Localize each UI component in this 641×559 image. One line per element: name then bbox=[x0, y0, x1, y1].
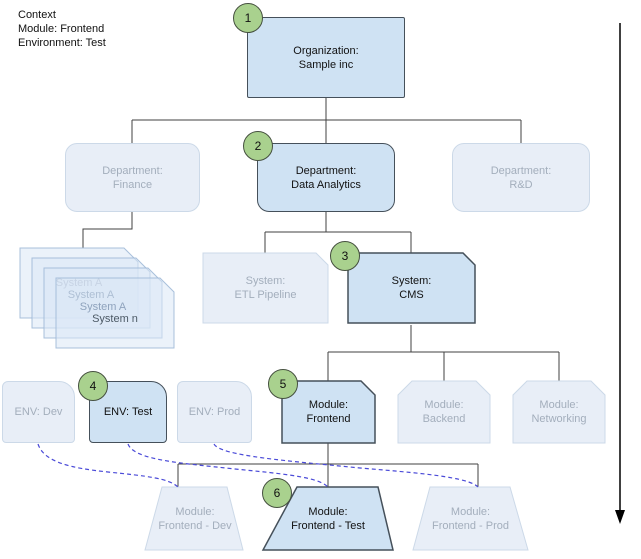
node-deploy-frontend-dev[interactable] bbox=[144, 486, 244, 551]
node-env-test[interactable]: ENV: Test bbox=[89, 381, 167, 443]
step-badge-4[interactable]: 4 bbox=[78, 371, 108, 401]
node-module-backend[interactable] bbox=[397, 380, 491, 444]
deploy-frontend-prod-label: Module: Frontend - Prod bbox=[431, 505, 510, 532]
link-env-dev-to-frontend-dev bbox=[37, 443, 179, 488]
step-badge-6[interactable]: 6 bbox=[262, 478, 292, 508]
link-env-prod-to-frontend-prod bbox=[213, 443, 479, 488]
node-dept-finance[interactable]: Department: Finance bbox=[65, 143, 200, 212]
deploy-frontend-dev-label: Module: Frontend - Dev bbox=[158, 505, 232, 532]
connector-cms-to-modules bbox=[327, 325, 560, 381]
node-env-dev[interactable]: ENV: Dev bbox=[2, 381, 75, 443]
node-deploy-frontend-prod[interactable] bbox=[412, 486, 529, 551]
connector-dataanalytics-to-systems bbox=[264, 212, 412, 253]
connector-finance-to-systems bbox=[82, 212, 133, 248]
node-organization[interactable]: Organization: Sample inc bbox=[247, 17, 405, 98]
node-deploy-frontend-test[interactable] bbox=[261, 486, 394, 551]
node-module-networking[interactable] bbox=[512, 380, 606, 444]
step-badge-2[interactable]: 2 bbox=[243, 131, 273, 161]
timeline-arrowhead-icon bbox=[615, 510, 625, 524]
context-environment-line: Environment: Test bbox=[18, 37, 106, 49]
context-heading: Context bbox=[18, 9, 56, 21]
connector-frontend-to-deployments bbox=[177, 443, 479, 487]
node-system-stack-card-4[interactable] bbox=[55, 277, 175, 349]
node-system-cms[interactable] bbox=[347, 252, 476, 324]
module-networking-label: Module: Networking bbox=[531, 399, 587, 425]
module-backend-label: Module: Backend bbox=[422, 399, 466, 425]
system-stack-label-3: System A bbox=[79, 301, 127, 313]
step-badge-5[interactable]: 5 bbox=[268, 369, 298, 399]
system-etl-label: System: ETL Pipeline bbox=[234, 275, 297, 301]
connector-org-to-departments bbox=[131, 98, 522, 143]
system-stack-label-1: System A bbox=[55, 277, 103, 289]
node-dept-rnd[interactable]: Department: R&D bbox=[452, 143, 590, 212]
system-stack-label-2: System A bbox=[67, 289, 115, 301]
deploy-frontend-test-label: Module: Frontend - Test bbox=[291, 505, 365, 532]
timeline-arrow bbox=[615, 23, 625, 524]
link-env-test-to-frontend-test bbox=[127, 443, 329, 488]
context-module-line: Module: Frontend bbox=[18, 23, 105, 35]
step-badge-3[interactable]: 3 bbox=[330, 241, 360, 271]
system-cms-label: System: CMS bbox=[391, 275, 432, 301]
tree-connectors bbox=[82, 98, 560, 487]
step-badge-1[interactable]: 1 bbox=[233, 3, 263, 33]
node-dept-data-analytics[interactable]: Department: Data Analytics bbox=[257, 143, 395, 212]
module-frontend-label: Module: Frontend bbox=[306, 399, 351, 425]
system-stack-label-4: System n bbox=[92, 313, 138, 325]
env-deployment-links bbox=[37, 443, 479, 488]
context-block: Context Module: Frontend Environment: Te… bbox=[18, 8, 106, 50]
node-system-etl[interactable] bbox=[202, 252, 329, 324]
node-env-prod[interactable]: ENV: Prod bbox=[177, 381, 252, 443]
